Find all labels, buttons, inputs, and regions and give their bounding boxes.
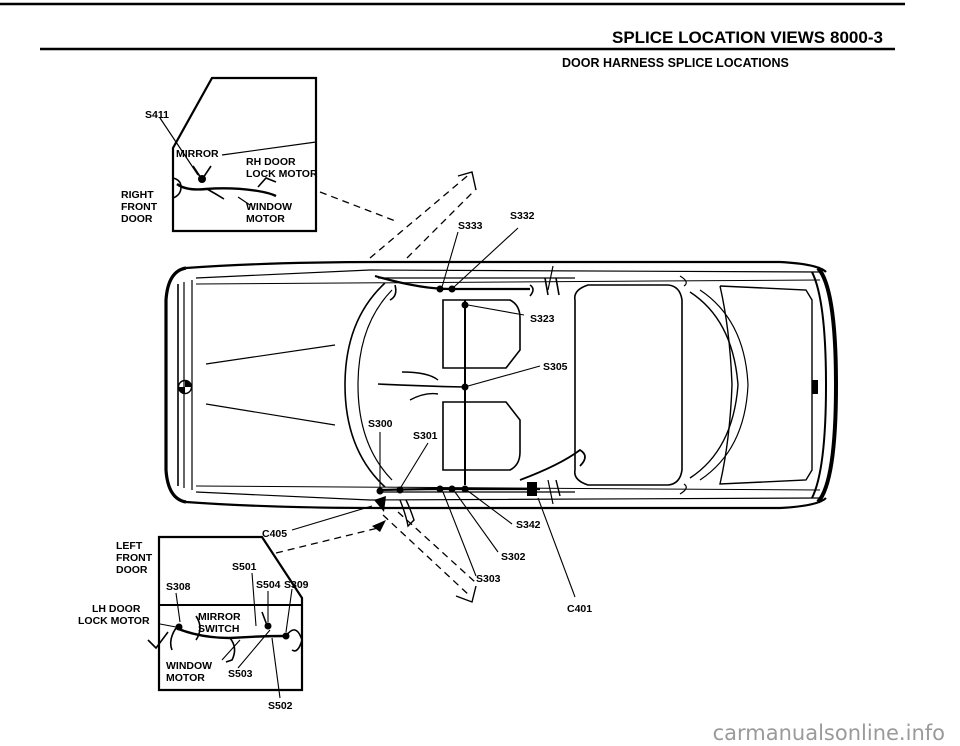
lh-door-label-line3: DOOR (116, 564, 148, 576)
splice-s501: S501 (232, 561, 257, 573)
splice-s342: S342 (516, 519, 541, 531)
splice-s305: S305 (543, 361, 568, 373)
rh-door-label-line3: DOOR (121, 213, 153, 225)
rh-window-motor-line2: MOTOR (246, 213, 285, 225)
splice-s323: S323 (530, 313, 555, 325)
splice-s503: S503 (228, 668, 253, 680)
lh-door-callout (275, 527, 379, 554)
splice-s300: S300 (368, 418, 393, 430)
splice-s302: S302 (501, 551, 526, 563)
splice-s332: S332 (510, 210, 535, 222)
page-title: SPLICE LOCATION VIEWS (612, 28, 825, 47)
lh-lock-motor-line1: LH DOOR (92, 603, 141, 615)
splice-s301: S301 (413, 430, 438, 442)
watermark: carmanualsonline.info (713, 721, 945, 745)
splice-s303: S303 (476, 573, 501, 585)
lh-window-motor-line1: WINDOW (166, 660, 212, 672)
splice-s308: S308 (166, 581, 191, 593)
rh-lock-motor-line1: RH DOOR (246, 156, 296, 168)
rh-mirror-label: MIRROR (176, 148, 219, 160)
splice-s504: S504 (256, 579, 281, 591)
splice-s502: S502 (268, 700, 293, 712)
lh-mirror-switch-line1: MIRROR (198, 611, 241, 623)
rh-lock-motor-line2: LOCK MOTOR (246, 168, 318, 180)
rh-door-inset (159, 76, 318, 233)
rh-door-label-line1: RIGHT (121, 189, 154, 201)
car-top-view (164, 260, 839, 528)
rh-door-label-line2: FRONT (121, 201, 158, 213)
lh-door-inset (147, 535, 304, 699)
splice-s309: S309 (284, 579, 309, 591)
rh-door-callout (319, 191, 399, 223)
page-number: 8000-3 (830, 28, 883, 47)
splice-s333: S333 (458, 220, 483, 232)
connector-c405: C405 (262, 528, 287, 540)
lh-mirror-switch-line2: SWITCH (198, 623, 239, 635)
lh-door-label-line1: LEFT (116, 540, 143, 552)
lh-window-motor-line2: MOTOR (166, 672, 205, 684)
diagram-subtitle: DOOR HARNESS SPLICE LOCATIONS (562, 56, 789, 70)
lh-lock-motor-line2: LOCK MOTOR (78, 615, 150, 627)
rh-window-motor-line1: WINDOW (246, 201, 292, 213)
rh-door-splice-s411: S411 (145, 109, 169, 121)
lh-door-label-line2: FRONT (116, 552, 153, 564)
connector-c401: C401 (567, 603, 592, 615)
